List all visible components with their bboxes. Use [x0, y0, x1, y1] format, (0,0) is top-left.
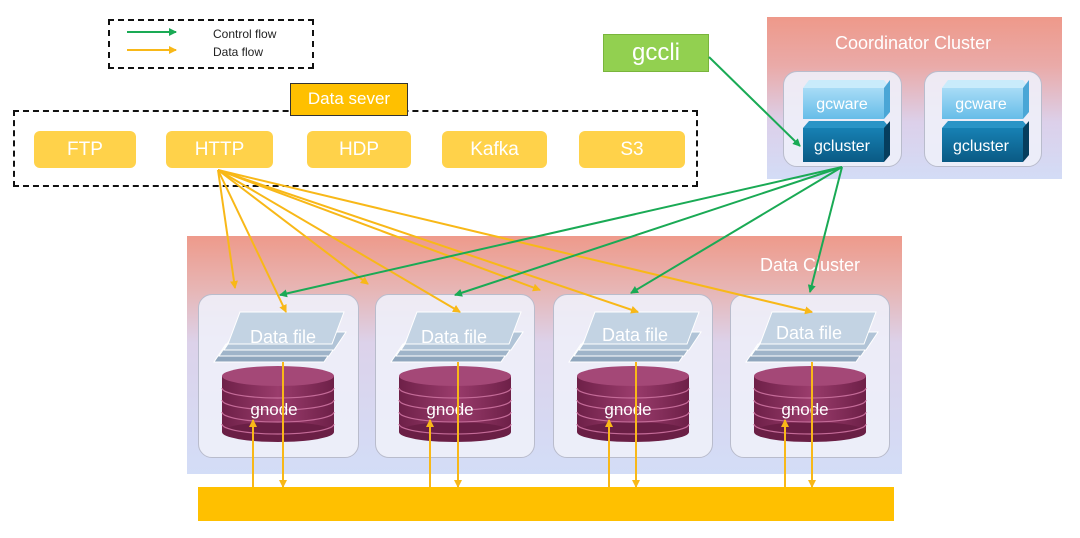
- data-flow-http-branch-2: [217, 169, 369, 285]
- data-node-4-gnode-disk: [753, 366, 867, 442]
- data-flow-http-branch-1: [217, 169, 238, 289]
- control-flow-gcluster-to-node-1: [279, 166, 843, 298]
- coordinator-node-2-blocks: [942, 80, 1029, 162]
- data-node-4-gnode-label: gnode: [781, 400, 828, 419]
- data-node-4-file-stack: [745, 311, 879, 363]
- data-node-3-gnode-disk: [576, 366, 690, 442]
- source-s3: S3: [579, 131, 685, 168]
- coordinator-node-1-blocks: [803, 80, 890, 162]
- data-flow-arrows: [217, 169, 813, 315]
- data-node-3-gnode-label: gnode: [604, 400, 651, 419]
- data-node-1-gnode-disk: [221, 366, 335, 442]
- data-node-3-file-label: Data file: [602, 325, 668, 345]
- legend: [108, 19, 314, 69]
- data-node-1-file-stack: [213, 311, 347, 363]
- coordinator-node-2-gcluster: gcluster: [953, 138, 1010, 155]
- source-hdp: HDP: [307, 131, 411, 168]
- data-node-2-gnode-disk: [398, 366, 512, 442]
- data-flow-http-branch-3: [217, 169, 541, 292]
- data-flow-http-to-node-1: [217, 169, 287, 313]
- data-server-title: Data sever: [290, 83, 408, 116]
- data-node-1-gnode-label: gnode: [250, 400, 297, 419]
- data-node-3-file-stack: [568, 311, 702, 363]
- control-flow-gcluster-to-node-4: [807, 166, 843, 293]
- source-http: HTTP: [166, 131, 273, 168]
- coordinator-node-2-gcware: gcware: [955, 96, 1007, 113]
- data-node-2-gnode-label: gnode: [426, 400, 473, 419]
- data-node-4-file-label: Data file: [776, 323, 842, 343]
- control-flow-gccli-to-gcluster: [708, 56, 801, 147]
- data-flow-http-to-node-2: [217, 169, 461, 313]
- control-flow-arrows: [279, 56, 843, 298]
- data-node-2-file-stack: [390, 311, 524, 363]
- control-flow-gcluster-to-node-3: [630, 166, 843, 294]
- data-cluster-title: Data Cluster: [760, 255, 861, 275]
- control-flow-gcluster-to-node-2: [454, 166, 843, 297]
- data-flow-http-to-node-3: [217, 169, 639, 314]
- source-kafka: Kafka: [442, 131, 547, 168]
- legend-data-flow-label: Data flow: [213, 45, 264, 59]
- coordinator-node-1-gcluster: gcluster: [814, 138, 871, 155]
- coordinator-cluster-title: Coordinator Cluster: [835, 33, 992, 53]
- coordinator-node-1-gcware: gcware: [816, 96, 868, 113]
- storage-bus: [198, 487, 894, 521]
- legend-control-flow-label: Control flow: [213, 27, 277, 41]
- data-flow-arrows-secondary: [217, 169, 541, 292]
- source-ftp: FTP: [34, 131, 136, 168]
- data-node-2-file-label: Data file: [421, 327, 487, 347]
- bus-data-flows: [249, 362, 816, 488]
- gccli-box: gccli: [603, 34, 709, 72]
- data-node-1-file-label: Data file: [250, 327, 316, 347]
